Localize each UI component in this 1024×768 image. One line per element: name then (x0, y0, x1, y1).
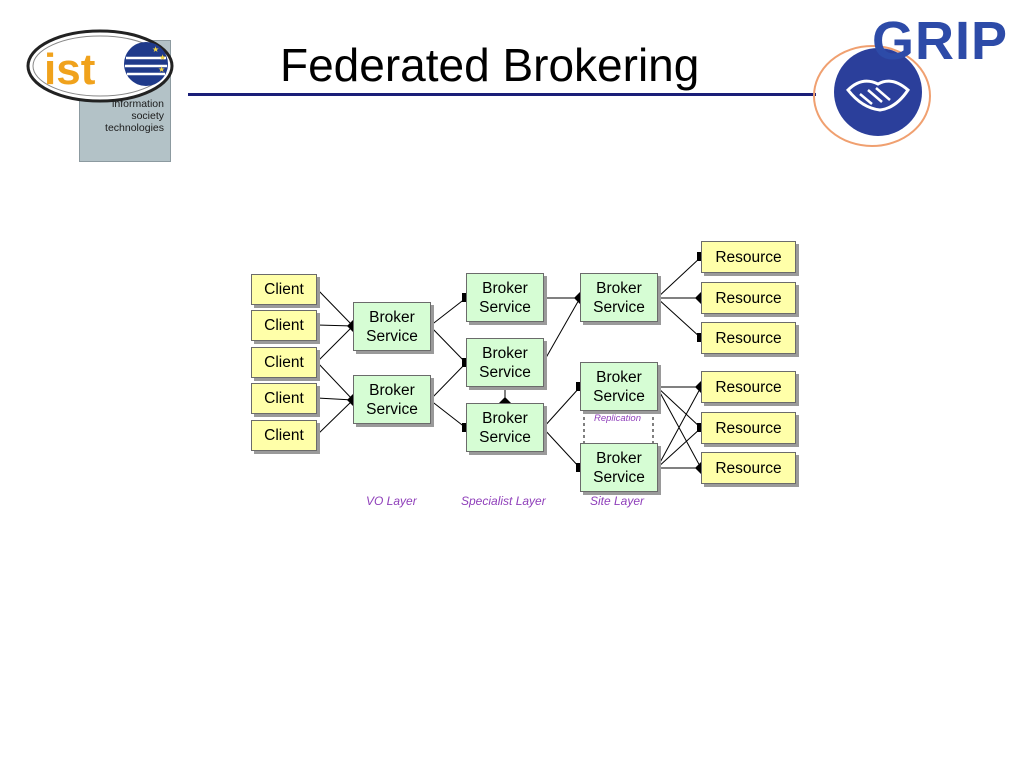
specialist-layer-label: Specialist Layer (461, 494, 546, 508)
ist-tagline-line3: technologies (105, 122, 164, 134)
title-rule (188, 93, 816, 96)
handshake-icon (834, 48, 922, 136)
ist-logo: ist ★ ★ ★ information society technologi… (22, 18, 192, 162)
resource-box: Resource (701, 282, 796, 314)
specialist-broker-service: Broker Service (466, 403, 544, 452)
grip-emblem (813, 45, 931, 147)
client-box: Client (251, 274, 317, 305)
resource-box: Resource (701, 412, 796, 444)
svg-text:★: ★ (158, 65, 165, 74)
ist-oval-emblem: ist ★ ★ ★ (26, 29, 174, 103)
specialist-broker-service: Broker Service (466, 273, 544, 322)
specialist-broker-service: Broker Service (466, 338, 544, 387)
client-box: Client (251, 310, 317, 341)
client-box: Client (251, 420, 317, 451)
grip-wordmark: GRIP (872, 11, 1009, 71)
client-box: Client (251, 347, 317, 378)
replication-label: Replication (594, 413, 641, 424)
svg-text:★: ★ (152, 45, 159, 54)
site-broker-service: Broker Service (580, 443, 658, 492)
resource-box: Resource (701, 452, 796, 484)
resource-box: Resource (701, 241, 796, 273)
ist-tagline-line2: society (131, 110, 164, 122)
vo-broker-service: Broker Service (353, 302, 431, 351)
vo-broker-service: Broker Service (353, 375, 431, 424)
slide-title: Federated Brokering (280, 39, 700, 91)
resource-box: Resource (701, 322, 796, 354)
site-layer-label: Site Layer (590, 494, 645, 508)
site-broker-service: Broker Service (580, 362, 658, 411)
grip-logo: GRIP (810, 10, 1015, 152)
ist-tagline-line1: information (112, 98, 164, 110)
svg-text:★: ★ (159, 53, 166, 62)
resource-box: Resource (701, 371, 796, 403)
client-box: Client (251, 383, 317, 414)
ist-wordmark: ist (44, 45, 96, 94)
vo-layer-label: VO Layer (366, 494, 417, 508)
site-broker-service: Broker Service (580, 273, 658, 322)
